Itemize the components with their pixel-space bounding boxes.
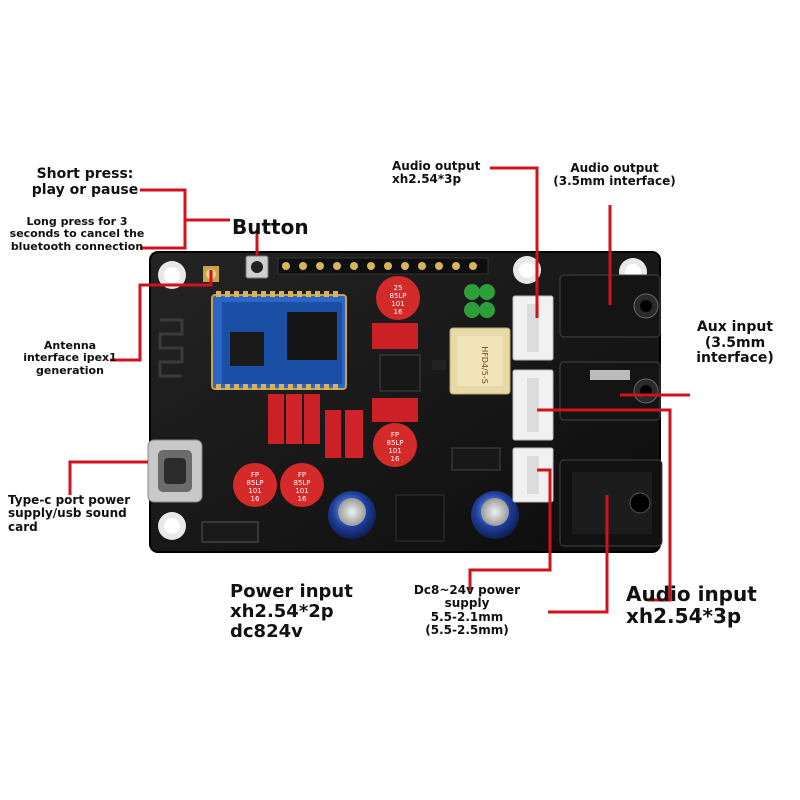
module-pad — [315, 291, 320, 297]
label-short-press: Short press: play or pause — [31, 166, 139, 198]
module-pad — [270, 291, 275, 297]
label-button: Button — [232, 215, 309, 239]
header-pin — [435, 262, 443, 270]
electrolytic-capacitors-blue — [328, 491, 519, 539]
label-audio-input: Audio input xh2.54*3p — [626, 582, 757, 629]
module-pad — [234, 291, 239, 297]
label-long-press: Long press for 3 seconds to cancel the b… — [9, 215, 145, 253]
label-typec: Type-c port power supply/usb sound card — [8, 493, 131, 534]
relay — [449, 327, 511, 395]
module-pad — [324, 291, 329, 297]
module-pad — [252, 291, 257, 297]
header-pin — [333, 262, 341, 270]
header-pin — [452, 262, 460, 270]
module-pad — [216, 291, 221, 297]
header-pin — [418, 262, 426, 270]
header-pin — [316, 262, 324, 270]
audio-jacks — [559, 274, 661, 421]
bluetooth-module — [211, 294, 347, 390]
module-pad — [333, 384, 338, 390]
label-aux-input: Aux input (3.5mm interface) — [696, 319, 774, 367]
label-audio-out-xh: Audio output xh2.54*3p — [392, 159, 481, 187]
module-pad — [315, 384, 320, 390]
push-button — [245, 255, 269, 279]
module-pad — [279, 384, 284, 390]
module-pad — [243, 384, 248, 390]
module-pad — [306, 291, 311, 297]
dc-barrel-jack — [559, 459, 663, 547]
header-pin — [350, 262, 358, 270]
header-pin — [367, 262, 375, 270]
module-pad — [297, 384, 302, 390]
typec-port — [147, 439, 203, 503]
film-capacitors — [268, 323, 418, 458]
header-pin — [384, 262, 392, 270]
module-pad — [261, 384, 266, 390]
module-pad — [252, 384, 257, 390]
module-pad — [288, 291, 293, 297]
module-pad — [297, 291, 302, 297]
module-pad — [234, 384, 239, 390]
ic-chips — [379, 354, 501, 542]
module-pad — [288, 384, 293, 390]
module-pad — [279, 291, 284, 297]
module-pad — [270, 384, 275, 390]
module-pad — [243, 291, 248, 297]
module-pad — [261, 291, 266, 297]
diode — [201, 521, 259, 543]
electrolytic-capacitors-red — [233, 276, 420, 507]
header-pin — [401, 262, 409, 270]
module-pad — [225, 384, 230, 390]
callout-lines — [68, 166, 690, 614]
label-dc-power: Dc8~24v power supply 5.5-2.1mm (5.5-2.5m… — [413, 583, 521, 638]
module-pad — [225, 291, 230, 297]
label-power-input: Power input xh2.54*2p dc824v — [230, 581, 353, 643]
label-audio-out-35: Audio output (3.5mm interface) — [553, 161, 676, 189]
module-pad — [333, 291, 338, 297]
header-pin — [282, 262, 290, 270]
module-pad — [306, 384, 311, 390]
header-pin — [469, 262, 477, 270]
green-leds — [464, 284, 495, 318]
header-pin — [299, 262, 307, 270]
relay-marking: HFD4/5-S — [480, 346, 489, 384]
header-pins — [277, 257, 489, 275]
label-antenna: Antenna interface ipex1 generation — [23, 339, 117, 377]
module-pad — [216, 384, 221, 390]
module-pad — [324, 384, 329, 390]
pcb-antenna-trace — [158, 318, 184, 378]
xh-connectors — [512, 295, 554, 503]
